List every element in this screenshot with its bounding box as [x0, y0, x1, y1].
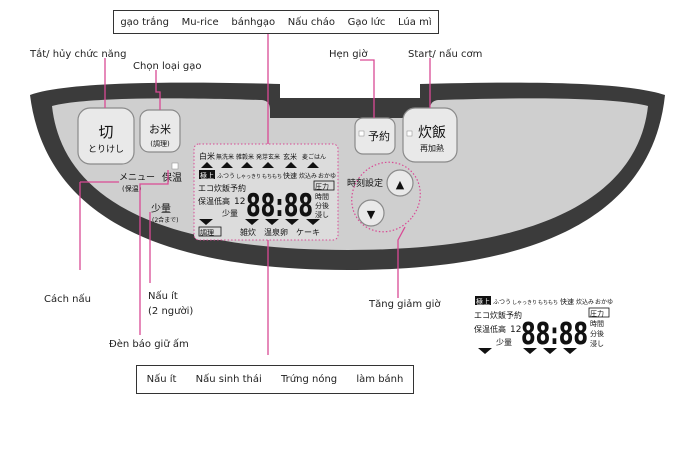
lcd-yoyaku: 予約 — [230, 183, 246, 193]
time-up-icon: ▲ — [396, 178, 405, 191]
lcd-rice-5: 麦ごはん — [302, 153, 326, 161]
label-warm-lamp: Đèn báo giữ ấm — [109, 339, 189, 350]
sec-lcd-yoyaku: 予約 — [506, 310, 522, 320]
cook-menu-box: Nấu ít Nấu sinh thái Trứng nóng làm bánh — [136, 365, 414, 394]
time-setting-label: 時刻設定 — [347, 177, 383, 189]
sec-lcd-gokujo-text: 極上 — [476, 297, 490, 306]
sec-lcd-fungo: 分後 — [590, 329, 604, 338]
label-on-off: Tắt/ hủy chức năng — [30, 49, 127, 60]
sec-lcd-atsuryoku-box — [588, 307, 610, 318]
lcd-gokujo-text: 極上 — [200, 171, 214, 180]
timer-button-label: 予約 — [368, 129, 390, 143]
lcd-chori: 調理 — [200, 228, 214, 237]
lcd-gokujo-badge — [199, 170, 215, 179]
timer-indicator-icon — [358, 130, 365, 137]
label-time-adjust: Tăng giảm giờ — [369, 299, 441, 310]
small-qty-panel-sublabel: (2合まで) — [152, 216, 179, 224]
sec-lcd-twelve: 12 — [510, 325, 521, 335]
sec-lcd-mode-3: 快速 — [560, 297, 574, 306]
sec-lcd-hitashi: 浸し — [590, 339, 604, 348]
cook-menu-item-2: Trứng nóng — [281, 374, 338, 385]
start-cook-button-label: 炊飯 — [418, 124, 446, 141]
lcd-mode-3: 快速 — [283, 171, 297, 180]
cook-menu-item-0: Nấu ít — [146, 374, 177, 385]
sec-lcd-mode-2: もちもち — [538, 300, 558, 306]
time-down-icon: ▼ — [367, 208, 376, 221]
secondary-lcd — [474, 293, 614, 355]
sec-lcd-shoryo: 少量 — [496, 338, 512, 347]
lcd-bottom-arrows — [199, 219, 320, 225]
rice-menu-item-3: Nấu cháo — [287, 16, 335, 28]
lcd-mode-1: しゃっきり — [236, 173, 261, 180]
lcd-mode-0: ふつう — [217, 173, 235, 180]
label-start: Start/ nấu cơm — [408, 49, 483, 60]
cancel-button-label: 切 — [98, 123, 113, 141]
lcd-atsuryoku-box — [313, 180, 335, 191]
lcd-rice-2: 雑穀米 — [236, 153, 254, 161]
rice-menu-item-5: Lúa mì — [398, 16, 432, 28]
lcd-rice-4: 玄米 — [283, 152, 297, 161]
rice-menu-item-0: gạo trắng — [120, 16, 169, 28]
sec-lcd-atsuryoku: 圧力 — [590, 309, 604, 318]
rice-type-button-label: お米 — [149, 123, 171, 136]
sec-lcd-jikan: 時間 — [590, 320, 604, 328]
lcd-bottom-0: 雑炊 — [240, 227, 256, 237]
lcd-mode-4: 炊込み — [299, 172, 317, 180]
start-cook-button-sublabel: 再加熱 — [420, 143, 444, 153]
lcd-hitashi: 浸し — [315, 210, 329, 219]
lcd-shoryo: 少量 — [222, 209, 238, 218]
cancel-button[interactable] — [77, 107, 135, 165]
lcd-jikan: 時間 — [315, 193, 329, 201]
sec-lcd-bottom-arrows — [478, 348, 577, 354]
label-small-qty-line1: Nấu ít — [148, 291, 178, 302]
lcd-top-arrows — [201, 162, 319, 168]
sec-lcd-mode-4: 炊込み — [576, 298, 594, 306]
time-up-button[interactable] — [386, 169, 414, 197]
label-rice-type: Chọn loại gạo — [133, 61, 202, 72]
timer-button[interactable] — [354, 117, 396, 155]
sec-lcd-mode-5: おかゆ — [595, 299, 613, 306]
rice-type-button-sublabel: (調理) — [150, 139, 170, 148]
warm-lamp-icon — [171, 162, 179, 170]
label-timer: Hẹn giờ — [329, 49, 368, 60]
start-indicator-icon — [406, 130, 413, 137]
lcd-rice-3: 発芽玄米 — [256, 153, 280, 161]
lcd-hoon-teion: 保温低高 — [198, 196, 230, 206]
small-qty-panel-label: 少量 — [151, 203, 171, 215]
lcd-bottom-1: 温泉卵 — [264, 227, 288, 237]
lcd-atsuryoku: 圧力 — [315, 182, 329, 191]
warm-label: 保温 — [162, 171, 182, 184]
sec-lcd-mode-0: ふつう — [493, 299, 511, 306]
cancel-button-sublabel: とりけし — [88, 144, 124, 155]
lcd-digits: 88:88 — [246, 188, 313, 224]
rice-menu-item-2: bánhgạo — [231, 16, 276, 28]
label-small-qty-line2: (2 người) — [148, 306, 194, 317]
rice-menu-item-4: Gạo lức — [347, 16, 386, 28]
rice-menu-box: gạo trắng Mu-rice bánhgạo Nấu cháo Gạo l… — [113, 10, 439, 34]
lcd-mode-2: もちもち — [262, 174, 282, 180]
sec-lcd-mode-1: しゃっきり — [512, 299, 537, 306]
rice-menu-item-1: Mu-rice — [181, 16, 219, 28]
lcd-rice-0: 白米 — [199, 151, 215, 161]
menu-label: メニュー — [119, 173, 155, 183]
lcd-rice-1: 無洗米 — [216, 153, 234, 161]
cook-menu-item-3: làm bánh — [356, 374, 404, 385]
lcd-fungo: 分後 — [315, 201, 329, 210]
sec-lcd-eco: エコ炊飯 — [474, 310, 506, 320]
time-down-button[interactable] — [357, 199, 385, 227]
lcd-eco: エコ炊飯 — [198, 183, 230, 193]
sec-lcd-hoon-teion: 保温低高 — [474, 324, 506, 334]
lcd-mode-5: おかゆ — [318, 173, 336, 180]
menu-sublabel: (保温) — [122, 184, 142, 193]
label-cook-method: Cách nấu — [44, 294, 91, 305]
sec-lcd-digits: 88:88 — [521, 317, 588, 352]
lcd-bottom-2: ケーキ — [296, 228, 320, 237]
lcd-twelve: 12 — [234, 197, 245, 207]
lcd-chori-box — [198, 226, 222, 237]
sec-lcd-gokujo-badge — [475, 296, 491, 305]
leader-lines — [79, 30, 431, 355]
cook-menu-item-1: Nấu sinh thái — [195, 374, 262, 385]
